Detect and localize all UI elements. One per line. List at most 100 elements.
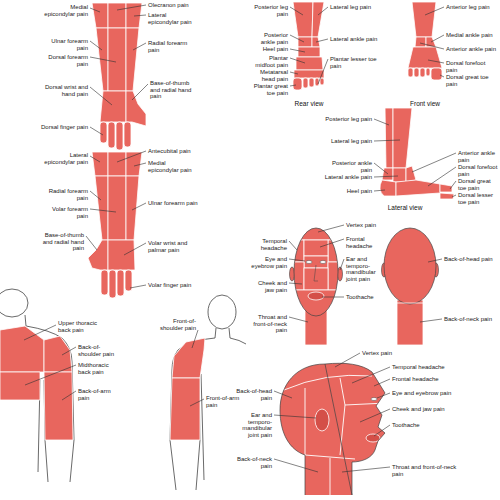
head-region [290, 224, 342, 240]
region-label: Back-of-head pain [232, 388, 272, 401]
region-label: Temporal headache [392, 364, 462, 371]
leader-line [428, 167, 456, 186]
region-label: Dorsal lesser toe pain [458, 192, 498, 205]
toe-region [320, 78, 324, 85]
toe-region [303, 78, 308, 88]
toe-region [426, 68, 430, 76]
leader-line [290, 72, 298, 74]
back-region [0, 372, 40, 400]
leader-line [274, 459, 318, 472]
region-label: Dorsal finger pain [40, 124, 88, 131]
region-label: Base-of-thumb and radial hand pain [150, 80, 198, 100]
region-label: Front-of-arm pain [206, 395, 240, 408]
leader-line [290, 35, 304, 42]
toe-region [414, 68, 419, 77]
leader-line [318, 59, 328, 84]
torso-outline [229, 328, 246, 344]
leader-line [132, 203, 146, 210]
region-label: Posterior ankle pain [252, 32, 288, 45]
region-label: Radial forearm pain [148, 40, 198, 53]
ankle-region [393, 168, 406, 182]
region-label: Volar forearm pain [40, 206, 88, 219]
region-label: Temporal headache [251, 238, 287, 251]
region-label: Anterior ankle pain [446, 46, 498, 53]
ear-region [315, 409, 329, 431]
leader-line [322, 297, 344, 298]
region-label: Front-of-shoulder pain [150, 318, 196, 331]
face-regions [290, 224, 342, 320]
leader-line [86, 236, 97, 250]
head-region [304, 240, 328, 256]
leader-line [425, 7, 444, 15]
region-label: Dorsal great toe pain [458, 178, 498, 191]
leader-line [274, 391, 292, 398]
heel-region [380, 180, 396, 196]
torso-outline [201, 374, 204, 480]
leg-lateral-regions [380, 108, 454, 199]
head-back [382, 228, 439, 345]
arm-outline [170, 328, 216, 490]
leader-line [90, 191, 101, 200]
head-region [384, 228, 436, 304]
leader-line [290, 7, 303, 15]
eye [306, 261, 312, 264]
ankle-region [406, 166, 416, 182]
region-label: Lateral epicondylar pain [148, 12, 198, 25]
head-region [328, 240, 342, 262]
leader-line [289, 241, 297, 250]
region-label: Posterior leg pain [252, 4, 288, 17]
leader-line [290, 58, 305, 63]
leader-line [90, 41, 102, 50]
head-region [304, 268, 328, 290]
leader-line [130, 285, 146, 288]
leader-line [412, 153, 456, 172]
region-label: Eye and eyebrow pain [392, 390, 462, 397]
leg-region [412, 2, 436, 37]
leader-line [90, 209, 116, 212]
eye [320, 261, 326, 264]
arm-region [92, 3, 108, 28]
leader-line [134, 15, 146, 16]
leg-region [312, 2, 324, 37]
region-divider [330, 458, 331, 496]
leader-line [420, 43, 444, 49]
finger-region [117, 270, 124, 296]
toe-region [408, 68, 413, 77]
region-label: Dorsal forefoot pain [446, 60, 498, 73]
finger-region [124, 122, 131, 147]
leader-line [374, 425, 390, 436]
leader-line [90, 156, 100, 162]
region-label: Back-of-neck pain [444, 316, 494, 323]
leader-line [452, 195, 456, 197]
leader-line [289, 317, 308, 322]
finger-region [108, 122, 115, 148]
leader-line [90, 87, 112, 105]
region-label: Midthoracic back pain [78, 362, 123, 375]
toe-region [315, 78, 319, 86]
region-divider [345, 403, 386, 405]
finger-region [100, 122, 107, 143]
region-label: Volar finger pain [148, 282, 198, 289]
region-label: Antecubital pain [148, 148, 198, 155]
leg-front-regions [408, 2, 442, 80]
region-divider [340, 378, 345, 405]
region-label: Dorsal wrist and hand pain [40, 84, 88, 97]
region-label: Posterior leg pain [322, 116, 372, 123]
head-region [290, 290, 342, 320]
leader-line [133, 43, 146, 50]
leader-line [90, 127, 103, 135]
leader-line [352, 367, 390, 383]
leader-line [377, 393, 390, 398]
toe-region [293, 78, 302, 90]
leader-line [290, 49, 305, 52]
leader-lines [24, 5, 456, 472]
leader-line [134, 163, 146, 166]
leader-line [62, 391, 76, 400]
leader-line [132, 84, 148, 100]
shoulder-region [172, 338, 205, 378]
finger-region [109, 270, 116, 298]
arm-region [108, 176, 126, 240]
arm-region [108, 152, 126, 176]
